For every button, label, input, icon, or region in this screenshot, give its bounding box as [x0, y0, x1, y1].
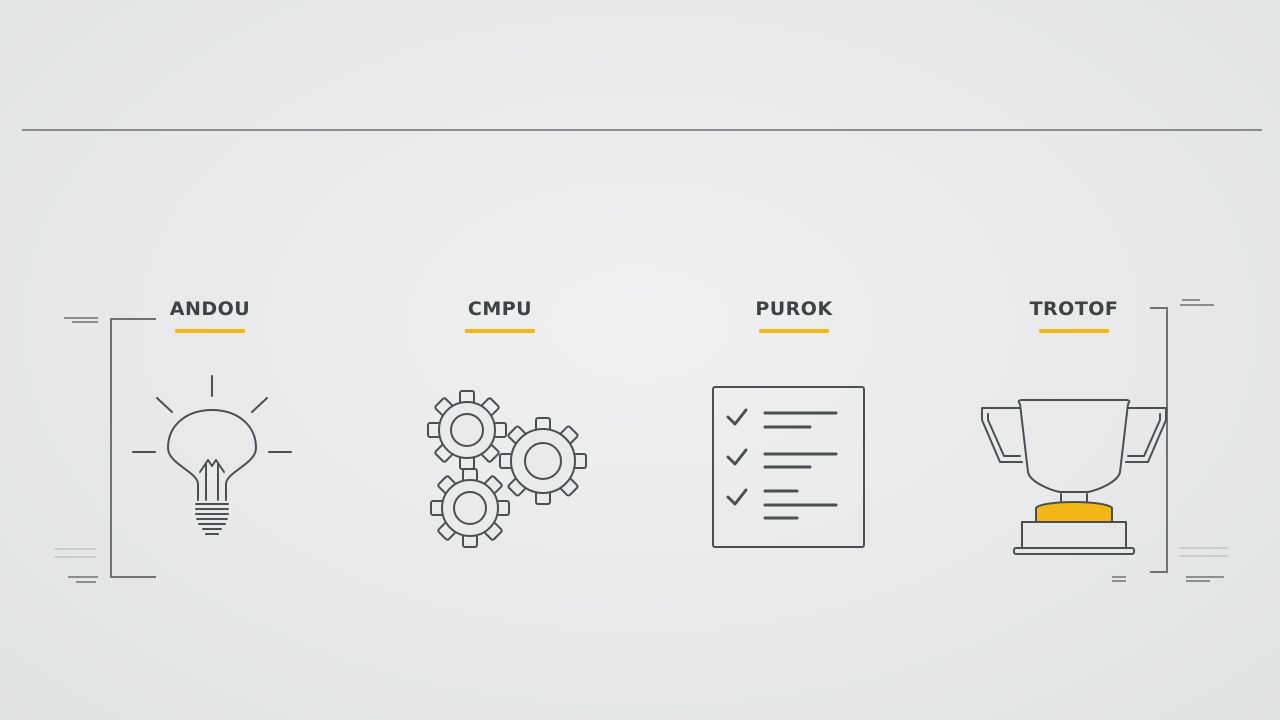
step-3: PUROK: [684, 296, 904, 566]
step-1-label: ANDOU: [169, 298, 251, 320]
right-tick-bottom-2: [1186, 580, 1210, 582]
right-bracket: [1150, 307, 1168, 573]
checklist-icon: [684, 366, 904, 566]
step-2-underline: [465, 329, 535, 333]
step-1: ANDOU: [100, 296, 320, 566]
left-bracket: [110, 318, 156, 578]
lightbulb-icon: [100, 366, 320, 566]
right-ghost-line-2: [1180, 555, 1228, 557]
right-tick-top: [1182, 299, 1200, 301]
trophy-icon: [964, 366, 1184, 566]
left-ghost-line-2: [54, 556, 96, 558]
step-4-underline: [1039, 329, 1109, 333]
right-tick-top-long: [1180, 304, 1214, 306]
right-tick-bottom-short: [1112, 576, 1126, 578]
left-tick-top-short: [72, 321, 98, 323]
step-1-underline: [175, 329, 245, 333]
step-2-label: CMPU: [467, 298, 533, 320]
left-tick-bottom-short: [76, 581, 96, 583]
step-3-label: PUROK: [755, 298, 833, 320]
step-3-underline: [759, 329, 829, 333]
step-4-label: TROTOF: [1029, 298, 1119, 320]
step-4: TROTOF: [964, 296, 1184, 566]
left-ghost-line-1: [54, 548, 96, 550]
left-tick-top: [64, 317, 98, 319]
step-2: CMPU: [390, 296, 610, 566]
right-tick-bottom-short-2: [1112, 580, 1126, 582]
left-tick-bottom: [68, 576, 98, 578]
right-tick-bottom: [1186, 576, 1224, 578]
top-divider-line: [22, 129, 1262, 131]
gears-icon: [390, 366, 610, 566]
right-ghost-line-1: [1180, 547, 1228, 549]
